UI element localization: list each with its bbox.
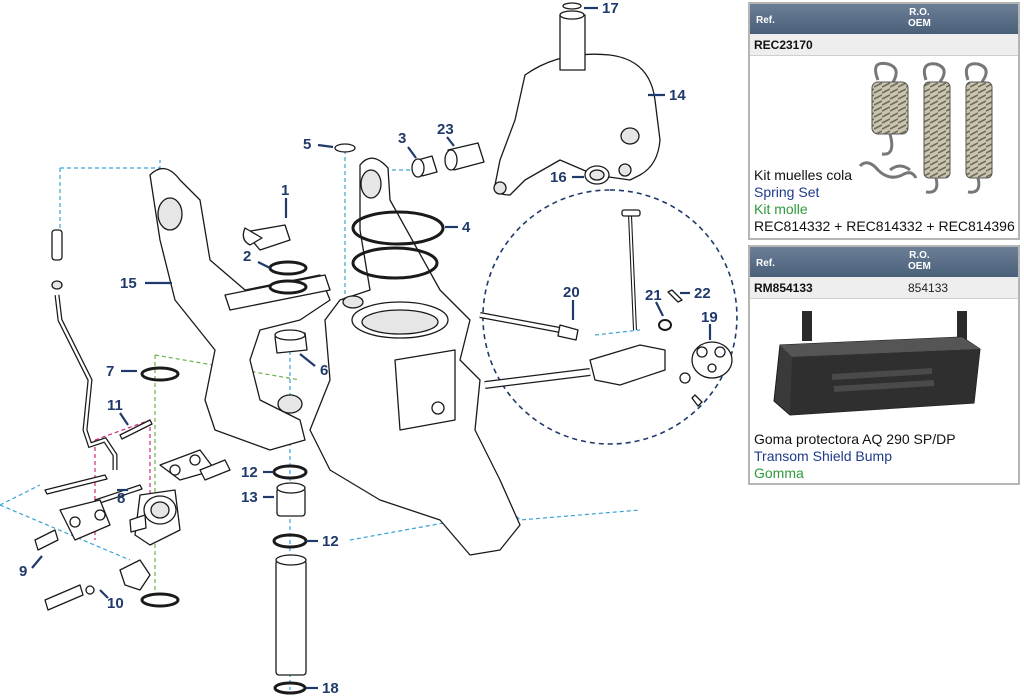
product-description: Goma protectora AQ 290 SP/DP Transom Shi… [754,431,956,482]
ref-row: REC23170 [750,34,1018,56]
name-en: Spring Set [754,184,820,200]
callout-5: 5 [303,136,311,153]
ref-row: RM854133 854133 [750,277,1018,299]
springs-icon [858,61,993,194]
callout-13: 13 [241,489,258,506]
o-ring-5 [334,143,356,153]
product-card-spring-set: Ref. R.O. OEM REC23170 [748,2,1020,240]
rubber-bump-icon [773,311,981,416]
component-codes: REC814332 + REC814332 + REC814396 [754,218,1015,234]
card-header: Ref. R.O. OEM [750,247,1018,277]
top-cover [493,2,661,196]
callout-3: 3 [398,130,406,147]
name-it: Gomma [754,465,804,481]
name-it: Kit molle [754,201,808,217]
pin-3-23 [411,142,485,178]
clamp-10 [44,559,151,611]
callout-6: 6 [320,362,328,379]
header-oem-label: R.O. OEM [908,250,931,272]
card-header: Ref. R.O. OEM [750,4,1018,34]
product-ref: RM854133 [754,281,813,295]
water-elbow-1 [242,224,291,251]
callout-22: 22 [694,285,711,302]
oil-tube [51,229,118,470]
bellows-6 [274,329,308,354]
callout-14: 14 [669,87,686,104]
callout-17: 17 [602,0,619,17]
callout-2: 2 [243,248,251,265]
bell-housing [309,157,521,556]
rod-11 [44,419,153,505]
product-oem: 854133 [908,281,949,295]
callout-19: 19 [701,309,718,326]
product-ref: REC23170 [754,38,813,52]
product-card-transom-shield-bump: Ref. R.O. OEM RM854133 854133 Goma prote… [748,245,1020,485]
product-description: Kit muelles cola Spring Set Kit molle RE… [754,167,1015,235]
callouts: 1 2 3 4 5 6 7 8 9 10 11 12 12 13 14 15 1… [19,0,718,697]
large-seals-4 [351,210,445,280]
card-body: Goma protectora AQ 290 SP/DP Transom Shi… [750,299,1018,484]
callout-7: 7 [106,363,114,380]
callout-1: 1 [281,182,289,199]
callout-10: 10 [107,595,124,612]
callout-12-top: 12 [241,464,258,481]
gimbal-ring [149,168,331,451]
callout-18: 18 [322,680,339,697]
bracket-8 [34,449,231,551]
header-ref-label: Ref. [756,258,775,269]
exploded-parts-diagram: 1 2 3 4 5 6 7 8 9 10 11 12 12 13 14 15 1… [0,0,738,697]
callout-23: 23 [437,121,454,138]
shift-mechanism [479,209,733,407]
bushing-16 [584,165,610,185]
header-oem-label: R.O. OEM [908,7,931,29]
gasket-2 [268,260,308,295]
name-es: Goma protectora AQ 290 SP/DP [754,431,956,447]
o-ring-7 [140,366,180,382]
name-es: Kit muelles cola [754,167,853,183]
callout-16: 16 [550,169,567,186]
name-en: Transom Shield Bump [754,448,892,464]
header-ref-label: Ref. [756,15,775,26]
o-ring-bottom-left [140,592,180,608]
card-body: Kit muelles cola Spring Set Kit molle RE… [750,56,1018,239]
callout-12-bottom: 12 [322,533,339,550]
callout-11: 11 [107,397,123,414]
callout-8: 8 [117,490,125,507]
callout-4: 4 [462,219,471,236]
callout-15: 15 [120,275,137,292]
callout-20: 20 [563,284,580,301]
callout-21: 21 [645,287,662,304]
callout-9: 9 [19,563,27,580]
shaft-stack [272,464,308,695]
